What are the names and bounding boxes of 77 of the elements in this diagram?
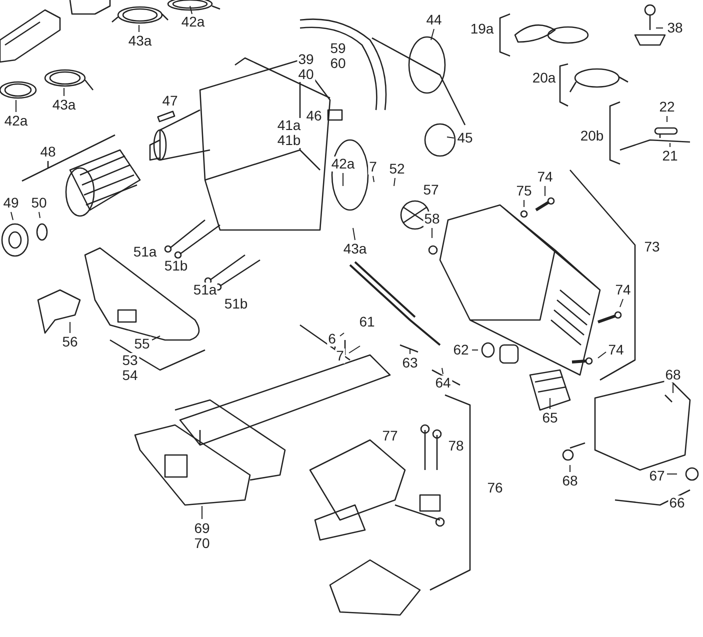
callout-number: 20a [531, 70, 557, 86]
callout-number: 42a [330, 156, 356, 172]
leader-line [430, 28, 434, 40]
leader-line [442, 368, 444, 374]
callout-number: 44 [425, 12, 443, 28]
leader-line [38, 212, 40, 218]
callout-number: 68 [561, 474, 579, 488]
callout-number: 62 [452, 342, 470, 358]
leader-line [672, 384, 674, 394]
callout-number: 49 [2, 196, 20, 210]
callout-number: 7 [335, 348, 345, 364]
callout-number: 65 [541, 410, 559, 426]
callout-number: 52 [388, 162, 406, 176]
callout-number: 59 [330, 41, 346, 56]
leader-line [10, 212, 14, 220]
callout-number: 48 [39, 144, 57, 160]
callout-number: 43a [127, 34, 153, 48]
callout-number: 77 [381, 428, 399, 444]
callout-number: 43a [342, 242, 368, 256]
callout-number: 50 [30, 196, 48, 210]
leader-line [620, 298, 624, 308]
callout-number: 60 [330, 56, 346, 71]
callout-number: 45 [456, 130, 474, 146]
callout-number: 66 [668, 496, 686, 510]
callout-number: 41b [277, 133, 301, 148]
callout-number: 20b [579, 128, 605, 144]
callout-number: 78 [447, 438, 465, 454]
leader-line [544, 186, 546, 196]
callout-number: 75 [515, 184, 533, 198]
callout-number: 42a [3, 114, 29, 128]
leader-line [666, 116, 668, 122]
callout-number: 58 [423, 212, 441, 226]
leader-line [190, 6, 192, 14]
callout-number: 38 [666, 20, 684, 36]
callout-number: 40 [298, 67, 314, 82]
callout-number: 74 [607, 342, 625, 358]
callout-number: 47 [161, 94, 179, 108]
callout-number: 51b [163, 258, 189, 274]
leader-line [352, 228, 356, 240]
leader-line [342, 172, 344, 186]
callout-number: 6 [327, 332, 337, 346]
leader-line [394, 178, 396, 186]
callout-number: 67 [648, 468, 666, 484]
callout-number: 63 [401, 356, 419, 370]
callout-number: 19a [469, 22, 495, 36]
leader-line [340, 332, 344, 336]
leader-line [598, 352, 606, 358]
callout-number: 73 [643, 240, 661, 254]
callout-number: 39 [298, 52, 314, 67]
leader-line [372, 176, 374, 182]
callout-number: 43a [51, 98, 77, 112]
callout-number: 55 [133, 336, 151, 352]
callout-number: 68 [664, 368, 682, 382]
callout-number: 51a [192, 282, 218, 298]
callout-number: 53 [122, 353, 138, 368]
callout-number: 51b [223, 296, 249, 312]
leader-line [138, 24, 140, 32]
callout-number: 56 [61, 334, 79, 350]
callout-number: 61 [358, 314, 376, 330]
callout-number: 41a [277, 118, 301, 133]
callout-number: 74 [536, 170, 554, 184]
callout-number: 7 [368, 160, 378, 174]
callout-number: 54 [122, 368, 138, 383]
callout-number: 70 [194, 536, 210, 551]
leader-line [152, 336, 160, 340]
callout-number: 64 [434, 376, 452, 390]
callout-number: 42a [180, 14, 206, 30]
callout-number: 74 [614, 282, 632, 298]
callout-number: 22 [658, 100, 676, 114]
callout-number: 76 [486, 480, 504, 496]
callout-number: 51a [132, 244, 158, 260]
callout-number: 69 [194, 521, 210, 536]
leader-line [348, 346, 360, 354]
callout-number: 57 [422, 182, 440, 198]
callout-number: 46 [305, 108, 323, 124]
leader-line [446, 136, 454, 138]
callout-number: 21 [661, 148, 679, 164]
